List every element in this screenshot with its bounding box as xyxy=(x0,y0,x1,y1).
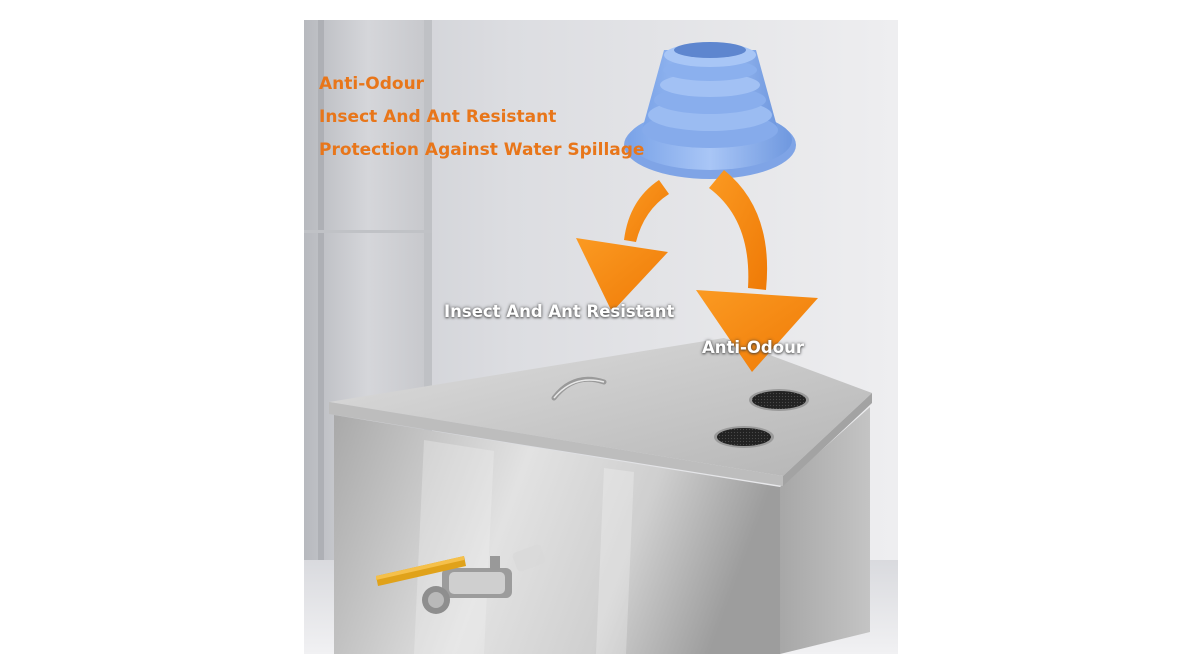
callout-anti-odour: Anti-Odour xyxy=(702,338,804,357)
product-photo: Anti-Odour Insect And Ant Resistant Prot… xyxy=(304,20,898,654)
grease-trap-scene xyxy=(304,20,898,654)
drain-valve xyxy=(376,544,546,614)
feature-insect-resistant: Insect And Ant Resistant xyxy=(319,107,557,127)
blue-seal xyxy=(624,42,796,179)
right-arrow xyxy=(696,170,818,372)
left-arrow xyxy=(576,180,669,312)
callout-insect-resistant: Insect And Ant Resistant xyxy=(444,302,675,321)
feature-anti-odour: Anti-Odour xyxy=(319,74,425,94)
feature-spill-protection: Protection Against Water Spillage xyxy=(319,140,645,160)
